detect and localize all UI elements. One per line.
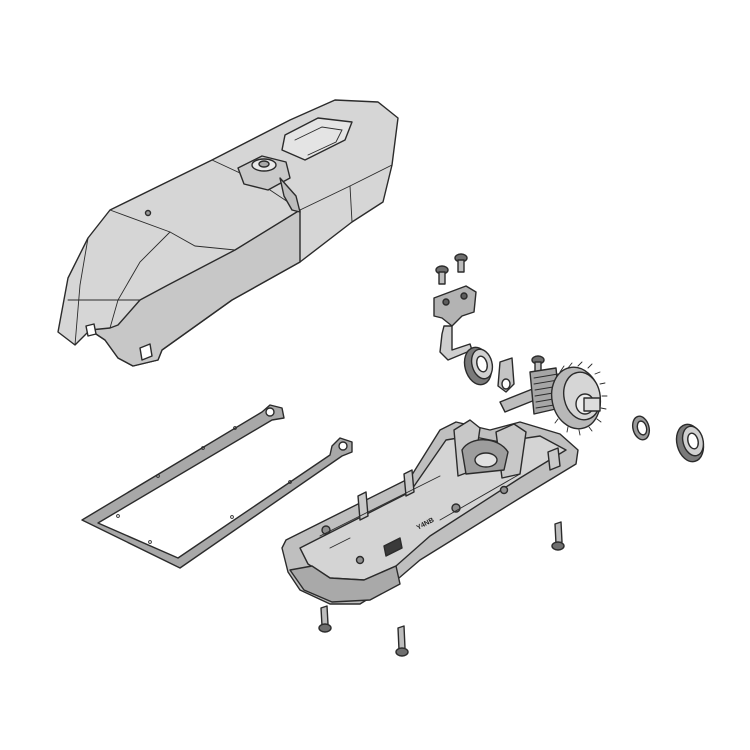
screw-pair-top xyxy=(435,253,468,285)
screw-bottom-left xyxy=(318,605,332,633)
top-cover xyxy=(57,99,399,367)
base-housing: Y4NB xyxy=(281,419,579,605)
bearing-right xyxy=(675,423,705,463)
base-standoffs xyxy=(321,447,561,565)
gasket-dot xyxy=(230,515,234,519)
base-label-plate xyxy=(383,537,403,557)
screw-bottom-right xyxy=(551,521,565,551)
cover-notch-right xyxy=(139,343,153,361)
gasket-dot xyxy=(148,540,152,544)
screw-top-1 xyxy=(435,265,449,285)
retaining-clip xyxy=(497,357,515,393)
cover-front-edge-line xyxy=(109,231,171,329)
cover-shell xyxy=(57,99,399,367)
screw-bottom-center xyxy=(395,625,409,657)
cover-recess-inner xyxy=(294,126,343,156)
pinion-screw xyxy=(531,355,545,377)
cover-panel-line-2 xyxy=(349,185,353,223)
release-knob xyxy=(237,155,301,213)
cover-notch-left xyxy=(85,323,97,337)
gasket-dot xyxy=(288,480,292,484)
gasket-dot xyxy=(116,514,120,518)
gear-shaft-assembly xyxy=(499,355,608,436)
base-gear-boss xyxy=(453,419,527,479)
bearing-left xyxy=(463,346,494,386)
washer xyxy=(631,415,651,441)
gasket-hole-2 xyxy=(338,441,348,451)
base-front-lip xyxy=(289,565,401,603)
cover-screw-hole xyxy=(144,209,152,217)
gasket-dot xyxy=(233,426,237,430)
base-rib-lines xyxy=(319,473,521,549)
gasket-outline xyxy=(81,404,353,569)
gasket xyxy=(81,404,353,569)
release-lever xyxy=(279,177,301,213)
bracket-body xyxy=(433,285,477,327)
gasket-dot xyxy=(201,446,205,450)
cover-left-edge-line xyxy=(74,237,89,346)
gasket-hole-1 xyxy=(265,407,275,417)
gasket-dot xyxy=(156,474,160,478)
screw-top-2 xyxy=(454,253,468,273)
spur-gear xyxy=(550,361,608,436)
